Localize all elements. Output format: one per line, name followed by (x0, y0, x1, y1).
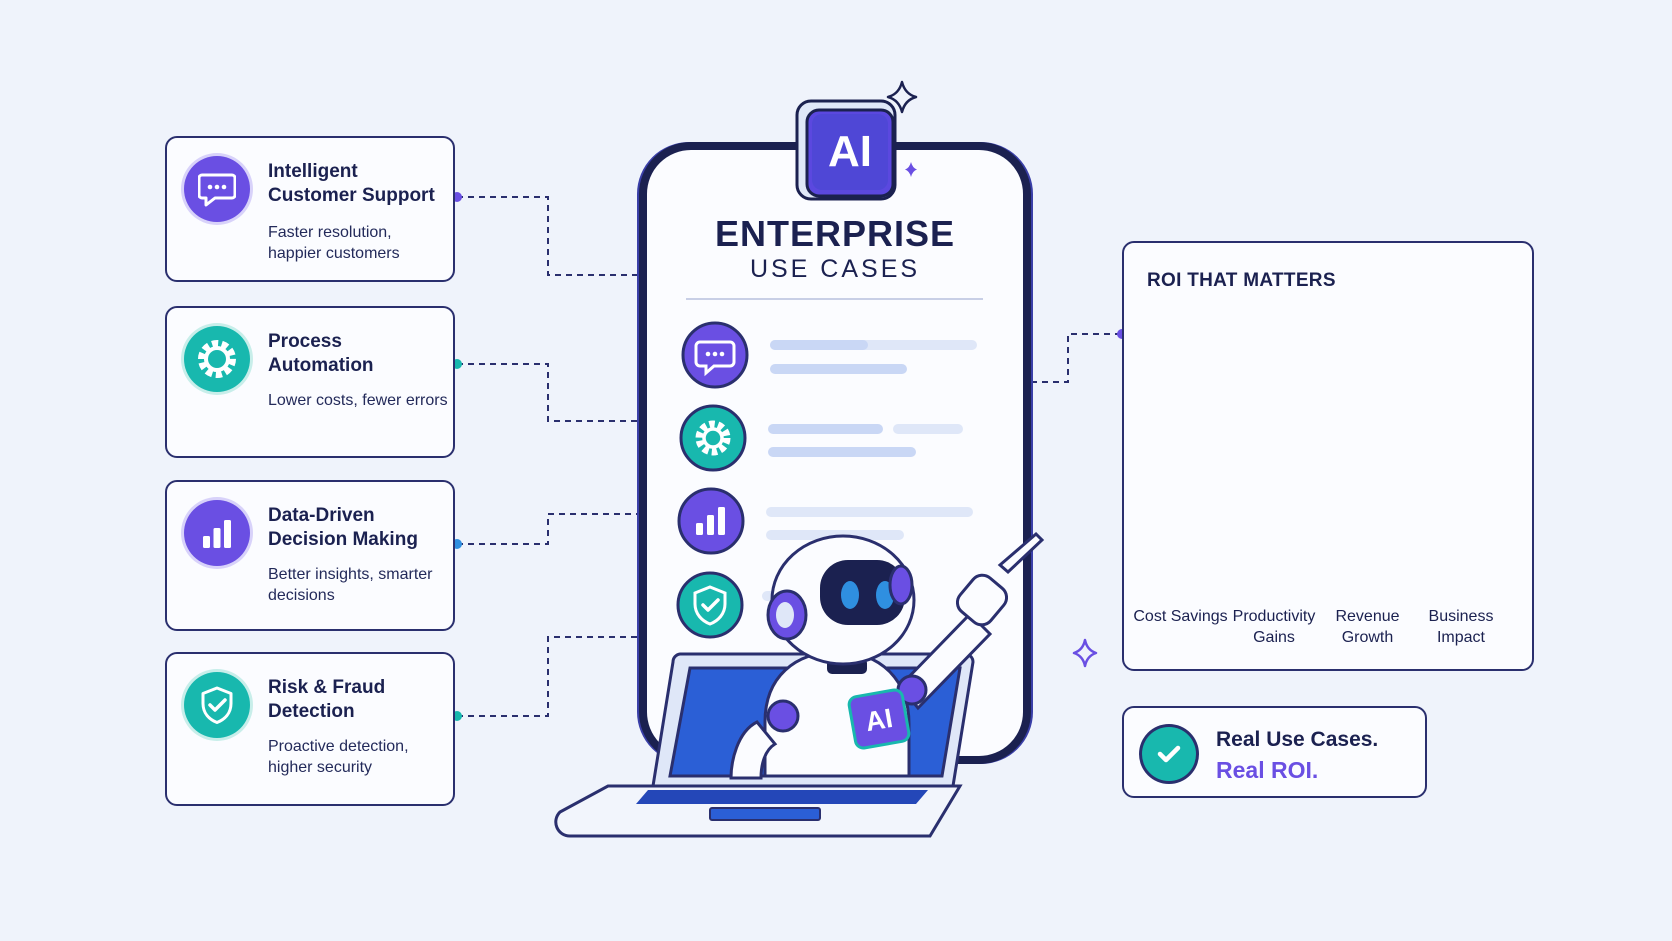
ai-chip-badge (795, 99, 897, 201)
robot-character (729, 531, 1045, 780)
phone-list (676, 321, 977, 639)
list-shield-icon (676, 571, 744, 639)
center-title: ENTERPRISE (714, 213, 956, 254)
center-subtitle: USE CASES (749, 255, 921, 283)
list-chat-icon (681, 321, 749, 389)
feature-card-customer-support: Intelligent Customer Support Faster reso… (165, 136, 455, 282)
feature-subtitle: Faster resolution, happier customers (268, 224, 400, 262)
roi-callout: Real Use Cases. Real ROI. (1122, 706, 1427, 798)
gear-icon (184, 326, 250, 392)
feature-subtitle: Lower costs, fewer errors (268, 392, 448, 409)
list-gear-icon (679, 404, 747, 472)
chart-category-label: Productivity Gains (1232, 608, 1316, 646)
roi-panel (1122, 241, 1534, 671)
list-bar-chart-icon (677, 487, 745, 555)
sparkle-small-icon (905, 162, 917, 177)
callout-line-2: Real ROI. (1216, 757, 1319, 783)
feature-card-risk-fraud: Risk & Fraud Detection Proactive detecti… (165, 652, 455, 806)
chart-category-label: Revenue Growth (1335, 608, 1400, 646)
feature-title: Process Automation (268, 331, 374, 376)
bar-chart-icon (184, 500, 250, 566)
checkmark-icon (1142, 727, 1196, 781)
feature-title: Intelligent Customer Support (268, 161, 435, 206)
feature-card-process-automation: Process Automation Lower costs, fewer er… (165, 306, 455, 458)
chart-category-label: Cost Savings (1133, 608, 1228, 625)
connector-1 (457, 196, 640, 276)
pointing-finger (997, 531, 1045, 575)
ai-badge-label: AI (828, 127, 872, 176)
feature-card-data-driven: Data-Driven Decision Making Better insig… (165, 480, 455, 631)
connector-2 (457, 363, 640, 422)
feature-title: Data-Driven Decision Making (268, 505, 418, 550)
connector-3 (457, 513, 640, 545)
feature-title: Risk & Fraud Detection (268, 677, 386, 722)
sparkles (886, 80, 1098, 668)
connector-4 (457, 636, 640, 717)
shield-check-icon (184, 672, 250, 738)
connector-lines (457, 196, 1122, 717)
chart-category-label: Business Impact (1428, 608, 1494, 646)
roi-title: ROI THAT MATTERS (1147, 270, 1336, 291)
connector-roi (1031, 333, 1122, 383)
sparkle-icon (886, 80, 918, 114)
feature-subtitle: Better insights, smarter decisions (268, 566, 433, 604)
callout-line-1: Real Use Cases. (1216, 728, 1379, 751)
sparkle-icon (1072, 638, 1098, 668)
chat-bubble-icon (184, 156, 250, 222)
feature-subtitle: Proactive detection, higher security (268, 738, 409, 776)
